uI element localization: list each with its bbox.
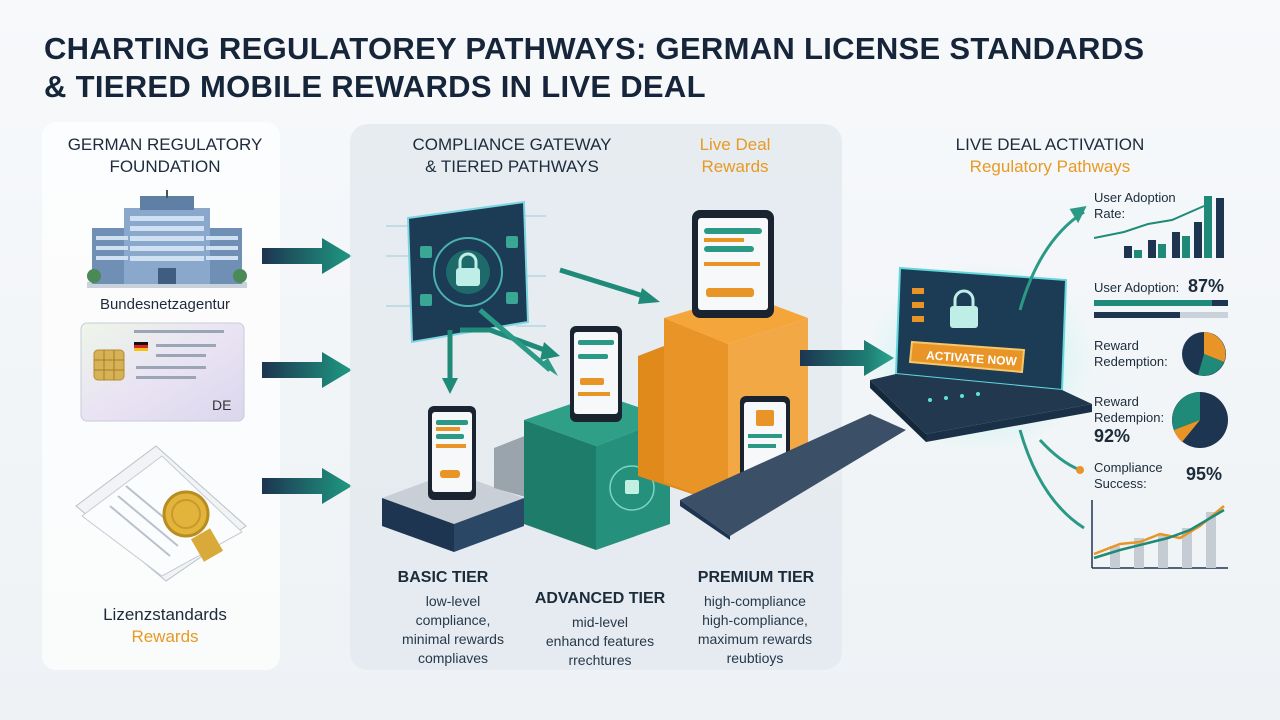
advanced-tier-desc-line: rrechtures <box>568 652 632 668</box>
building-icon <box>87 190 247 288</box>
certificate-icon <box>75 445 247 582</box>
page-title: CHARTING REGULATOREY PATHWAYS: GERMAN LI… <box>44 30 1224 106</box>
basic-tier-desc-line: minimal rewards <box>402 631 504 647</box>
rewards-text: Rewards <box>131 627 199 646</box>
standards-label: Lizenzstandards Rewards <box>52 604 278 648</box>
live-deal-heading: Live Deal Rewards <box>680 134 790 178</box>
arrow-icon <box>262 352 352 388</box>
basic-tier-desc-line: low-level <box>425 593 481 609</box>
basic-tier-desc: low-level compliance, minimal rewards co… <box>378 592 528 668</box>
left-heading: GERMAN REGULATORY FOUNDATION <box>67 135 263 176</box>
basic-tier-desc-line: compliance, <box>415 612 491 628</box>
center-heading: COMPLIANCE GATEWAY & TIERED PATHWAYS <box>392 134 632 178</box>
premium-tier-platform <box>638 210 808 506</box>
compliance-label: Compliance Success: <box>1094 460 1163 491</box>
adoption-bar <box>1094 300 1228 318</box>
center-heading-line-1: COMPLIANCE GATEWAY <box>412 135 612 154</box>
arrow-icon <box>262 468 352 504</box>
live-deal-line-2: Rewards <box>701 157 769 176</box>
center-heading-line-2: & TIERED PATHWAYS <box>425 157 599 176</box>
arrow-icon <box>262 238 352 274</box>
basic-tier-title: BASIC TIER <box>397 569 489 586</box>
redemption2-label: Reward Redempion: <box>1094 394 1165 425</box>
adoption-rate-label: User Adoption Rate: <box>1094 190 1176 221</box>
live-deal-line-1: Live Deal <box>699 135 771 154</box>
advanced-tier-platform <box>494 326 670 550</box>
right-heading-line-2: Regulatory Pathways <box>969 157 1131 176</box>
gateway-tablet-icon <box>386 200 546 344</box>
agency-label: Bundesnetzagentur <box>99 296 231 313</box>
premium-tier-title: PREMIUM TIER <box>697 569 815 586</box>
redemption-pie-large <box>1172 392 1228 448</box>
premium-tier-desc-line: high-compliance <box>704 593 806 609</box>
advanced-tier-desc-line: enhancd features <box>545 633 655 649</box>
adoption-rate-chart <box>1094 196 1224 258</box>
redemption-pie <box>1182 332 1226 376</box>
right-heading: LIVE DEAL ACTIVATION Regulatory Pathways <box>930 134 1170 178</box>
premium-tier-desc-line: reubtioys <box>726 650 784 666</box>
flow-arrows <box>442 267 660 394</box>
redemption-label: Reward Redemption: <box>1094 338 1168 369</box>
basic-tier-platform <box>382 406 524 552</box>
basic-tier-desc-line: compliaves <box>417 650 489 666</box>
premium-tier-desc: high-compliance high-compliance, maximum… <box>680 592 830 668</box>
compliance-chart <box>1091 500 1228 569</box>
pathway-road <box>680 414 906 540</box>
adoption-label: User Adoption: <box>1094 280 1180 295</box>
right-heading-line-1: LIVE DEAL ACTIVATION <box>955 135 1145 154</box>
advanced-tier-desc-line: mid-level <box>571 614 628 630</box>
premium-tier-desc-line: maximum rewards <box>697 631 813 647</box>
title-line-2: & TIERED MOBILE REWARDS IN LIVE DEAL <box>44 69 706 104</box>
connector-curves <box>1018 206 1087 530</box>
advanced-tier-title: ADVANCED TIER <box>534 590 666 607</box>
advanced-tier-desc: mid-level enhancd features rrechtures <box>520 613 680 670</box>
card-country: DE <box>212 397 231 413</box>
redemption-value: 92% <box>1094 426 1131 446</box>
id-card-icon: DE <box>80 322 245 422</box>
adoption-value: 87% <box>1188 276 1225 296</box>
compliance-value: 95% <box>1186 464 1223 484</box>
activate-now-button[interactable]: ACTIVATE NOW <box>926 348 1018 368</box>
standards-text: Lizenzstandards <box>103 605 227 624</box>
title-line-1: CHARTING REGULATOREY PATHWAYS: GERMAN LI… <box>44 31 1145 66</box>
premium-tier-desc-line: high-compliance, <box>702 612 808 628</box>
